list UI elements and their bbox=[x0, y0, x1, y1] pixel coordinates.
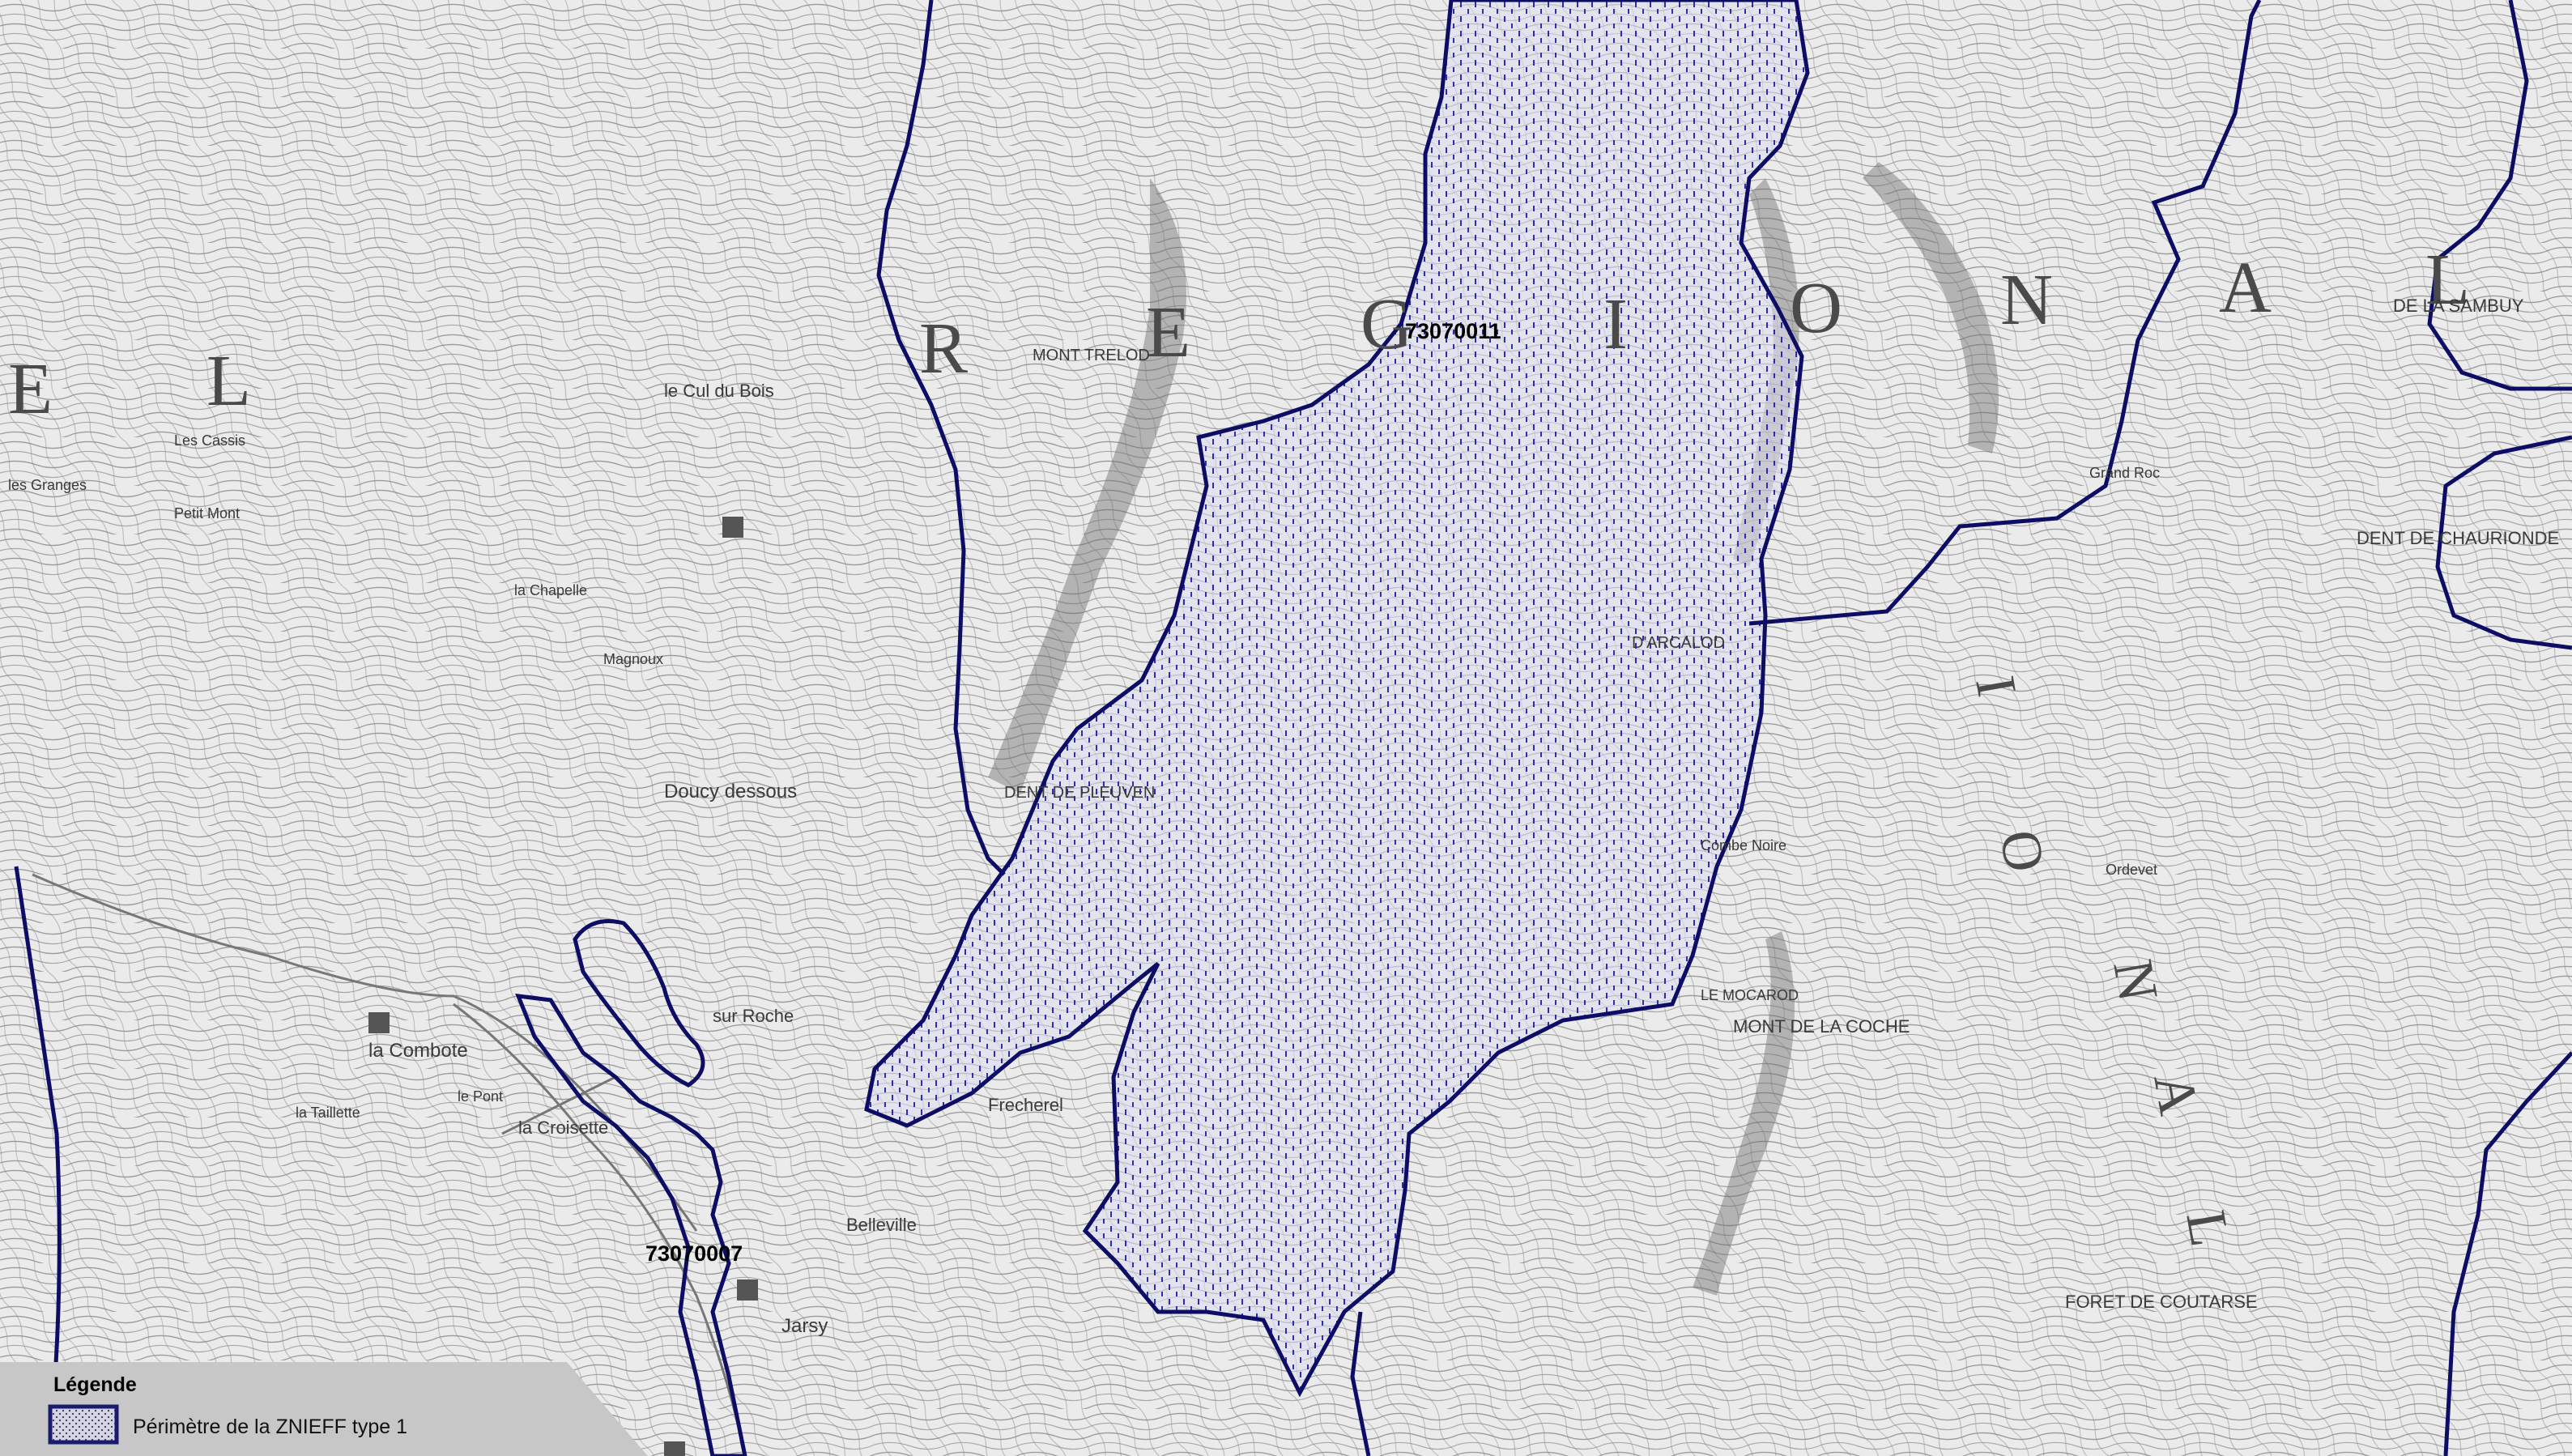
place-le-pont: le Pont bbox=[458, 1088, 503, 1105]
legend-title: Légende bbox=[53, 1373, 137, 1396]
znieff-boundary-far-west bbox=[14, 866, 62, 1456]
place-la-combote: la Combote bbox=[368, 1040, 468, 1062]
znieff-boundary-northeast bbox=[2427, 0, 2572, 391]
place-les-granges: les Granges bbox=[8, 477, 87, 493]
region-letter-west-1: E bbox=[8, 349, 53, 429]
place-le-cul-du-bois: le Cul du Bois bbox=[664, 381, 774, 401]
place-les-cassis: Les Cassis bbox=[174, 432, 245, 449]
place-la-croisette: la Croisette bbox=[518, 1118, 608, 1138]
place-dent-de-chaurionde: DENT DE CHAURIONDE bbox=[2357, 528, 2559, 548]
place-frecherel: Frecherel bbox=[988, 1095, 1063, 1115]
place-foret-de-coutarse: FORET DE COUTARSE bbox=[2065, 1292, 2258, 1312]
legend: Légende Périmètre de la ZNIEFF type 1 bbox=[0, 1362, 648, 1456]
place-de-la-sambuy: DE LA SAMBUY bbox=[2393, 296, 2524, 316]
village-markers bbox=[368, 517, 758, 1456]
place-belleville: Belleville bbox=[846, 1215, 917, 1235]
legend-panel bbox=[0, 1362, 648, 1456]
valley-roads bbox=[32, 873, 747, 1456]
region-letter-center-1: R bbox=[919, 309, 968, 389]
region-letter-center-4: I bbox=[1603, 284, 1628, 364]
znieff-zone-73070007[interactable] bbox=[515, 993, 747, 1456]
place-magnoux: Magnoux bbox=[603, 651, 663, 667]
place-names: Doucy dessous la Combote la Croisette Be… bbox=[8, 296, 2559, 1337]
place-mont-de-la-coche: MONT DE LA COCHE bbox=[1733, 1016, 1910, 1037]
place-combe-noire: Combe Noire bbox=[1701, 837, 1786, 854]
zone-label-73070011: 73070011 bbox=[1405, 319, 1501, 343]
legend-label-znieff: Périmètre de la ZNIEFF type 1 bbox=[133, 1416, 407, 1438]
region-letter-east-2: N bbox=[2000, 260, 2053, 340]
znieff-boundary-west bbox=[876, 0, 1006, 876]
znieff-boundary-east-ridge bbox=[2435, 435, 2572, 650]
place-darcalod: D'ARCALOD bbox=[1632, 634, 1725, 652]
region-letter-center-2: E bbox=[1146, 292, 1190, 373]
region-letter-east-3: A bbox=[2219, 248, 2272, 328]
rock-shading bbox=[988, 162, 1999, 1296]
place-doucy-dessous: Doucy dessous bbox=[664, 781, 797, 803]
place-sur-roche: sur Roche bbox=[713, 1006, 794, 1026]
place-petit-mont: Petit Mont bbox=[174, 505, 240, 522]
region-lettering: E L R E G I O N A L I O N A L bbox=[8, 240, 2470, 1251]
znieff-boundary-south bbox=[1350, 1311, 1371, 1456]
region-letter-west-2: L bbox=[207, 341, 251, 421]
place-jarsy: Jarsy bbox=[781, 1315, 828, 1337]
place-le-mocarod: LE MOCAROD bbox=[1701, 987, 1799, 1003]
place-la-taillette: la Taillette bbox=[296, 1105, 360, 1121]
znieff-zone-73070011[interactable] bbox=[864, 0, 1810, 1398]
place-mont-trelod: MONT TRELOD bbox=[1033, 347, 1150, 364]
znieff-boundary-east bbox=[1748, 0, 2262, 626]
place-ordevet: Ordevet bbox=[2106, 862, 2157, 878]
place-la-chapelle: la Chapelle bbox=[514, 582, 587, 598]
znieff-boundary-southeast bbox=[2443, 1051, 2572, 1456]
region-letter-east-1: O bbox=[1790, 268, 1842, 348]
place-grand-roc: Grand Roc bbox=[2089, 465, 2160, 481]
znieff-73070007-loop bbox=[573, 919, 705, 1088]
region-letter-east-4: L bbox=[2425, 240, 2470, 320]
region-letter-center-3: G bbox=[1361, 284, 1413, 364]
zone-label-73070007: 73070007 bbox=[645, 1241, 743, 1266]
legend-swatch-znieff bbox=[48, 1404, 119, 1445]
place-dent-de-pleuven: DENT DE PLEUVEN bbox=[1004, 784, 1155, 802]
